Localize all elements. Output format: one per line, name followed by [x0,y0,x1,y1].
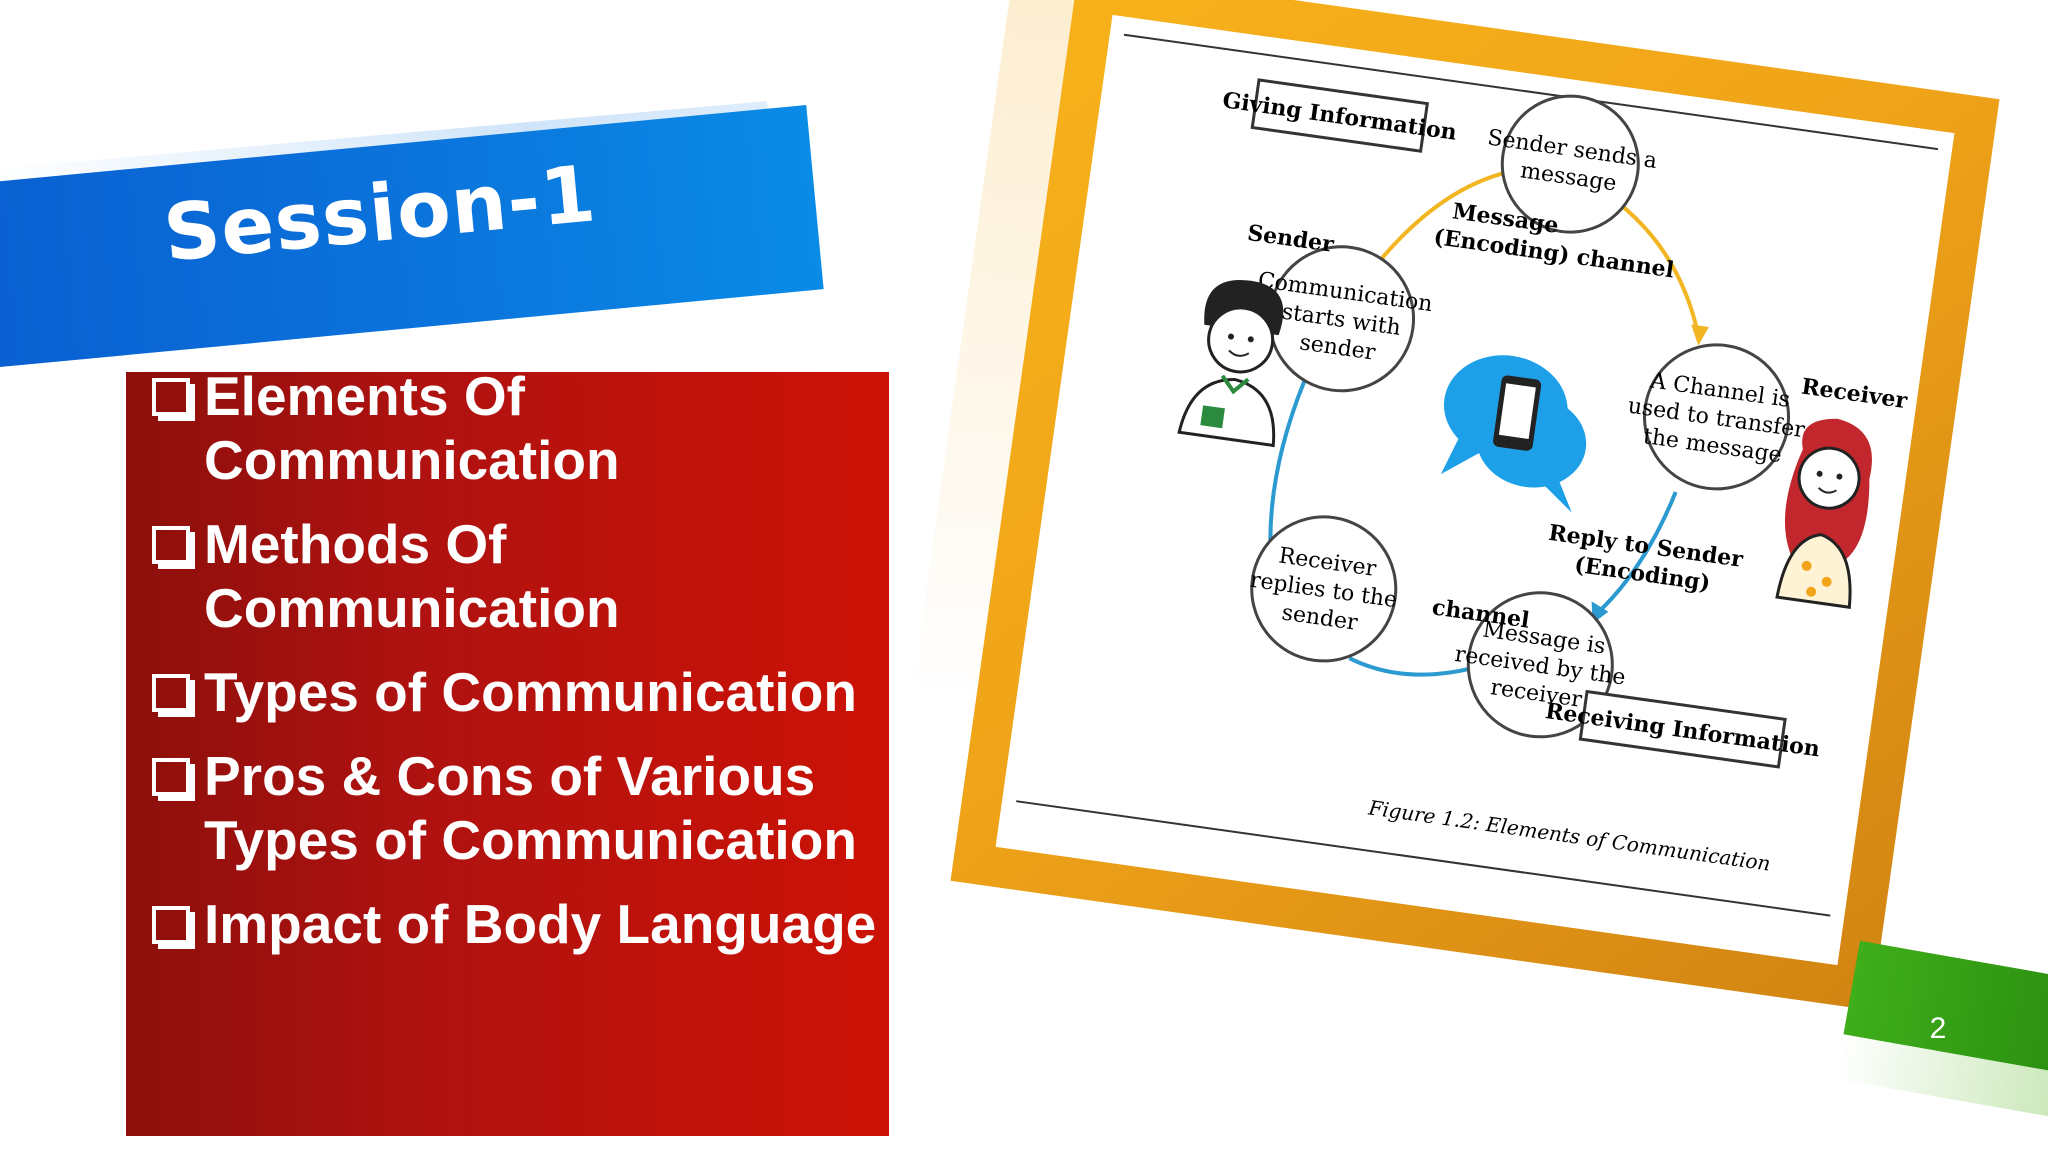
node-receiver-replies: Receiver replies to the sender [1248,515,1399,663]
arrow-head-icon [1691,324,1709,346]
topic-item: Elements Of Communication [152,372,889,492]
node-message-received: Message is received by the receiver [1453,591,1627,739]
page-number: 2 [1929,1012,1947,1045]
sender-person-icon [1177,279,1284,448]
checkbox-bullet-icon [152,906,195,949]
phone-chat-icon [1440,355,1587,513]
checkbox-bullet-icon [152,526,195,569]
figure-caption: Figure 1.2: Elements of Communication [1366,795,1772,875]
checkbox-bullet-icon [152,378,195,421]
topic-item: Types of Communication [152,660,889,724]
sender-label: Sender [1246,220,1336,258]
box-giving-information: Giving Information [1221,78,1458,153]
checkbox-bullet-icon [152,674,195,717]
figure-frame: Sender sends a message Communication sta… [950,0,2000,1011]
topic-list: Elements Of Communication Methods Of Com… [152,372,889,976]
top-rule [1123,33,1939,151]
figure-panel: Sender sends a message Communication sta… [995,14,1955,966]
arc-message-to-channel [1614,199,1700,334]
checkbox-bullet-icon [152,758,195,801]
topic-label: Elements Of Communication [204,372,620,491]
topic-item: Pros & Cons of Various Types of Communic… [152,744,889,872]
receiver-label: Receiver [1800,374,1909,415]
receiver-person-icon [1775,418,1872,609]
topic-label: Impact of Body Language [204,893,877,955]
topic-label: Methods Of Communication [204,513,620,639]
arc-channel-to-received [1596,491,1678,614]
communication-cycle-diagram: Sender sends a message Communication sta… [1016,33,1939,917]
topic-label: Pros & Cons of Various Types of Communic… [204,745,857,871]
node-sender-sends: Sender sends a message [1486,94,1659,234]
topic-item: Methods Of Communication [152,512,889,640]
topic-box: Elements Of Communication Methods Of Com… [126,372,889,1136]
arc-received-to-reply [1348,656,1481,677]
topic-label: Types of Communication [204,661,857,723]
bottom-rule [1016,800,1831,917]
node-channel-transfer: A Channel is used to transfer the messag… [1626,343,1807,491]
topic-item: Impact of Body Language [152,892,889,956]
